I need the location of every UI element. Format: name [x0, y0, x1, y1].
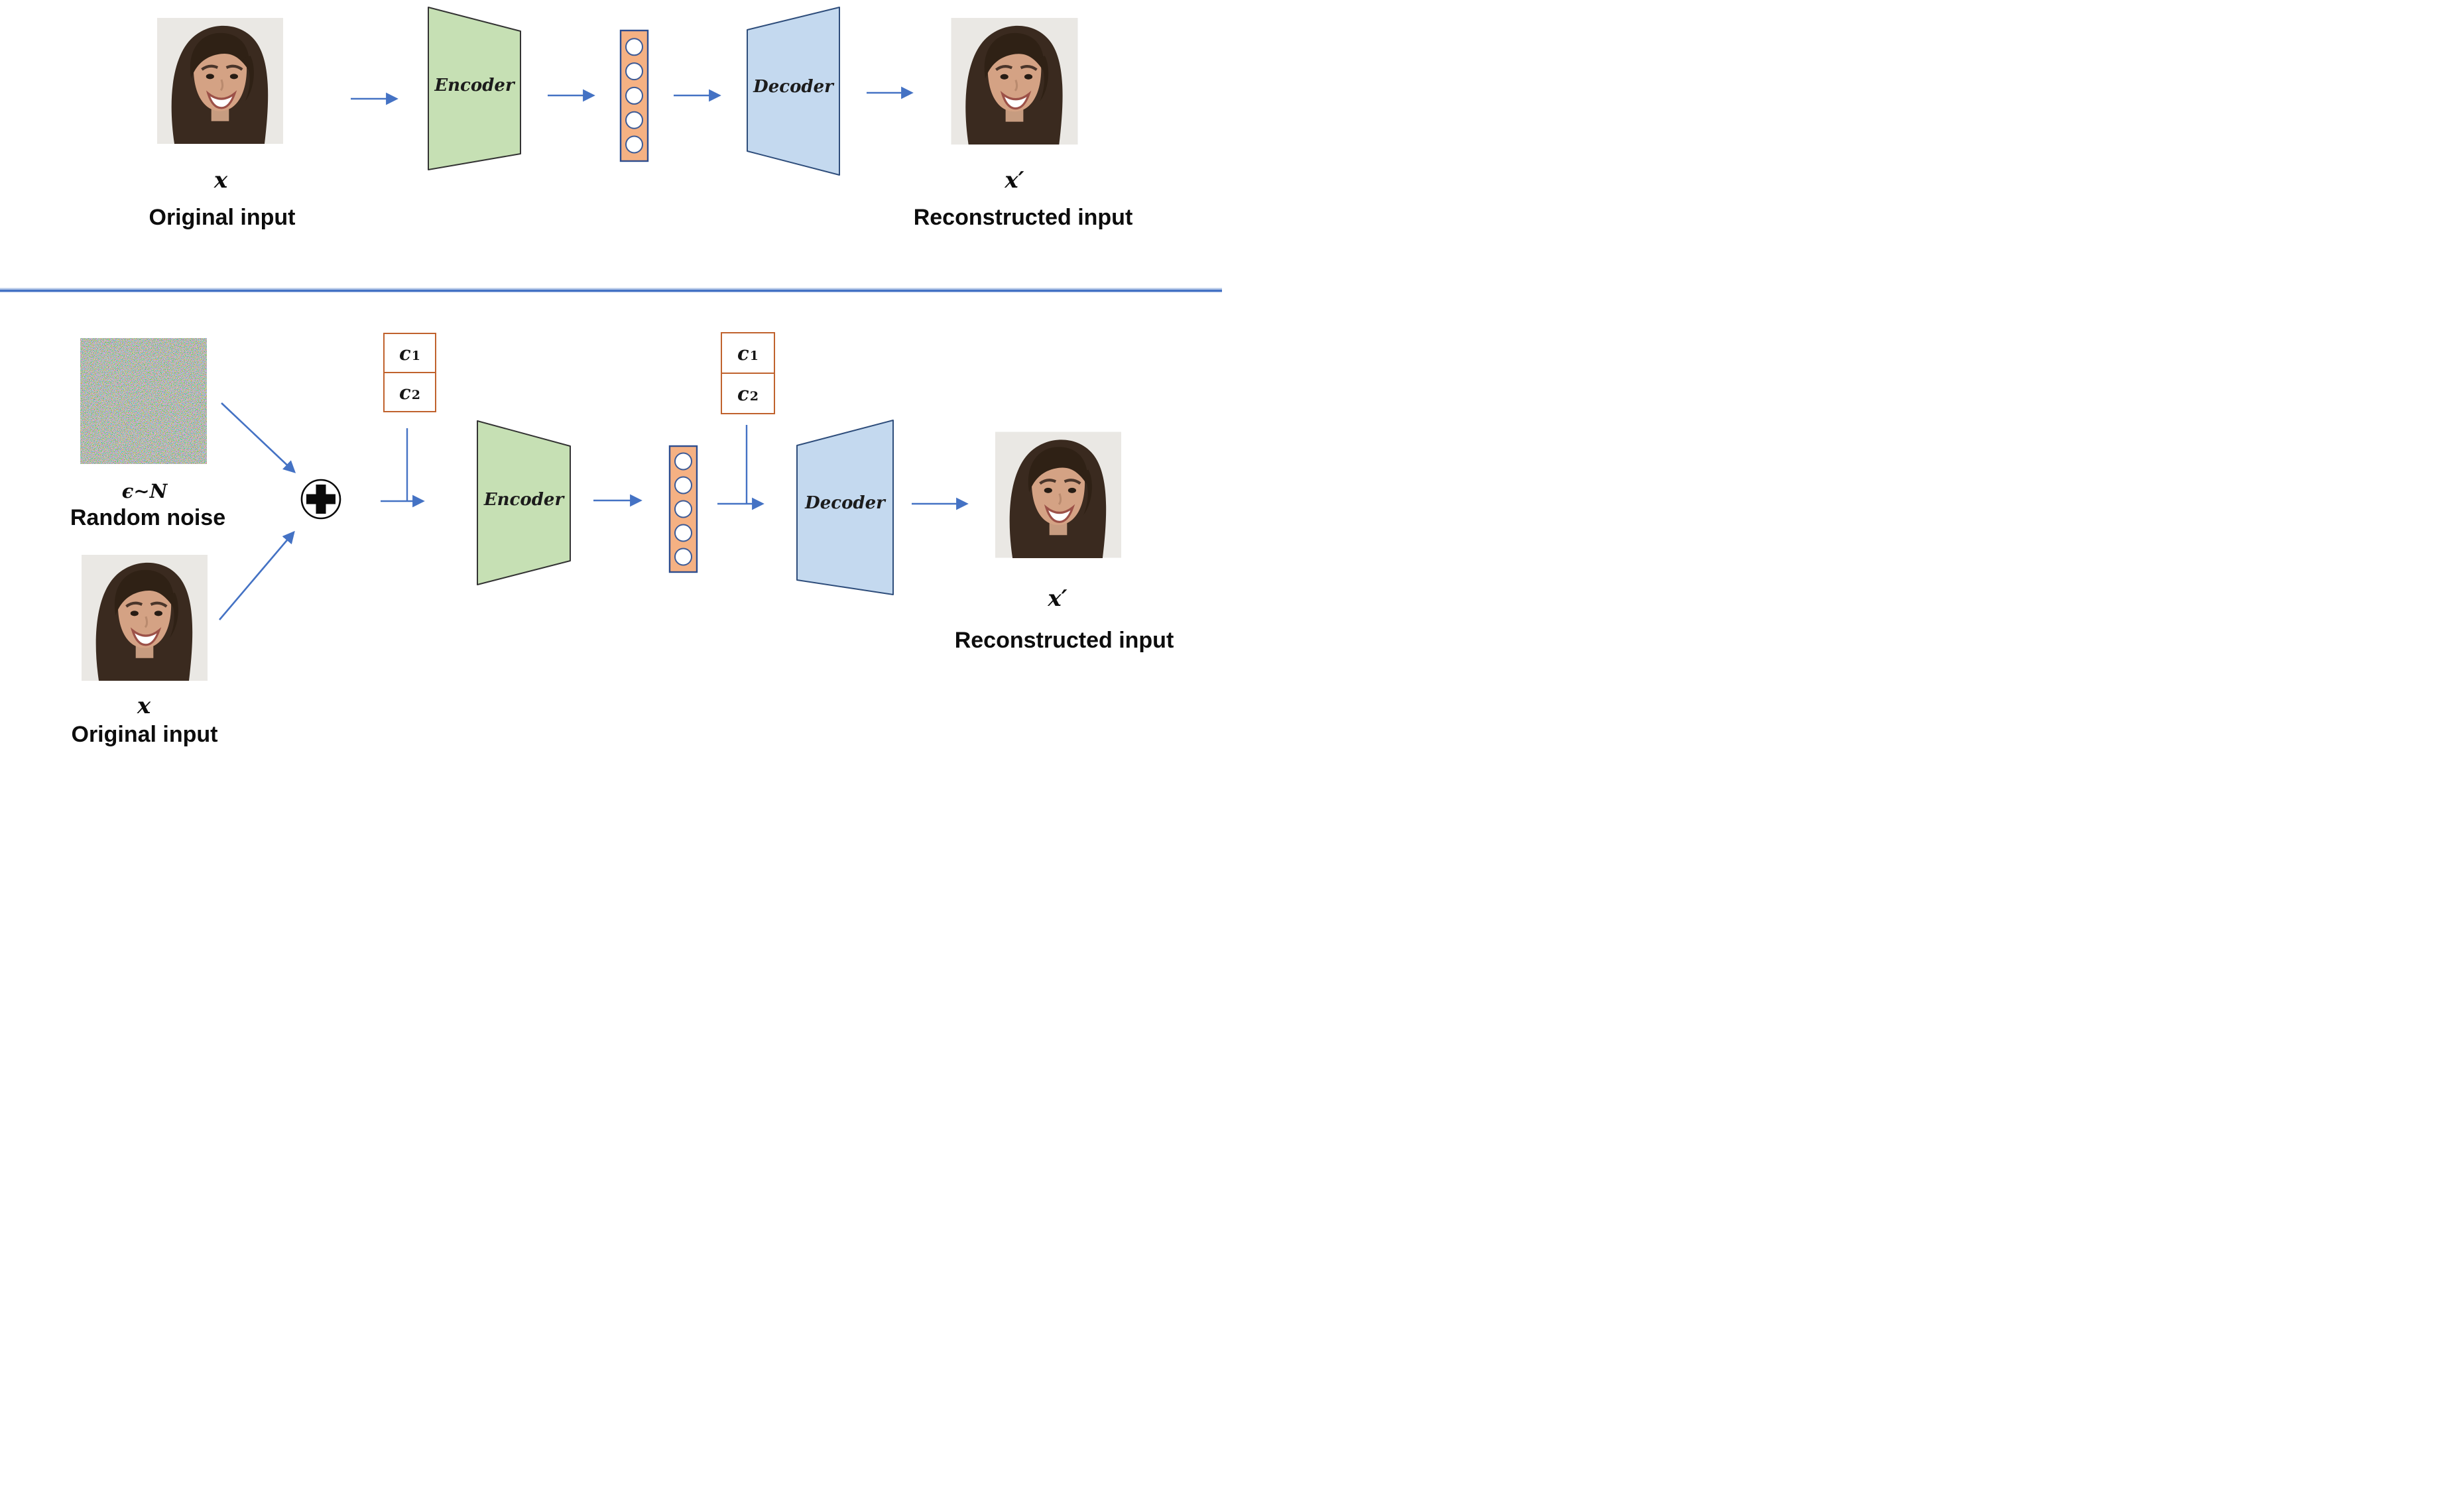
latent-node	[625, 111, 643, 129]
decoder-label-top: Decoder	[753, 77, 833, 97]
caption-reconstructed-input-bottom: Reconstructed input	[954, 628, 1174, 653]
face-photo-reconstructed-bottom	[995, 432, 1121, 561]
decoder-label-bottom: Decoder	[805, 493, 885, 513]
latent-node	[625, 86, 643, 105]
label-x-bottom: x	[137, 693, 151, 719]
latent-node	[625, 62, 643, 81]
label-epsilon-noise: ϵ∼N	[121, 480, 168, 502]
arrow-input-to-plus	[219, 530, 295, 620]
latent-vector-bottom	[668, 445, 698, 573]
decoder-block-top	[747, 7, 840, 176]
latent-node	[674, 524, 692, 542]
latent-vector-top	[619, 29, 649, 162]
latent-node	[674, 476, 692, 494]
caption-original-input-top: Original input	[149, 205, 296, 230]
encoder-label-bottom: Encoder	[483, 490, 564, 510]
random-noise-image	[80, 338, 207, 464]
arrow-noise-to-plus	[221, 402, 296, 473]
caption-random-noise: Random noise	[70, 505, 226, 530]
latent-node	[625, 38, 643, 56]
latent-node	[625, 135, 643, 154]
condition-c2-label: c	[399, 380, 411, 404]
latent-node	[674, 452, 692, 471]
latent-node	[674, 500, 692, 518]
condition-c2-label: c	[737, 382, 749, 405]
section-divider	[0, 288, 1222, 292]
encoder-block-top	[428, 7, 521, 170]
face-photo-reconstructed-top	[951, 18, 1078, 147]
caption-reconstructed-input-top: Reconstructed input	[913, 205, 1133, 230]
encoder-label-top: Encoder	[434, 76, 515, 95]
label-x-prime-bottom: x′	[1048, 585, 1068, 612]
diagram-canvas	[0, 7, 1222, 756]
caption-original-input-bottom: Original input	[71, 722, 218, 747]
latent-node	[674, 548, 692, 566]
condition-c1-label: c	[399, 341, 411, 365]
plus-combiner-icon	[300, 479, 341, 520]
label-x-prime-top: x′	[1005, 167, 1024, 194]
decoder-block-bottom	[796, 420, 894, 595]
label-x-top: x	[214, 167, 228, 194]
face-photo-original-top	[157, 18, 283, 146]
face-photo-original-bottom	[82, 555, 208, 683]
condition-c1-label: c	[737, 341, 749, 365]
autoencoder-diagram: x Original input Encoder Decoder x′ Reco…	[0, 0, 1222, 756]
encoder-block-bottom	[477, 420, 571, 585]
